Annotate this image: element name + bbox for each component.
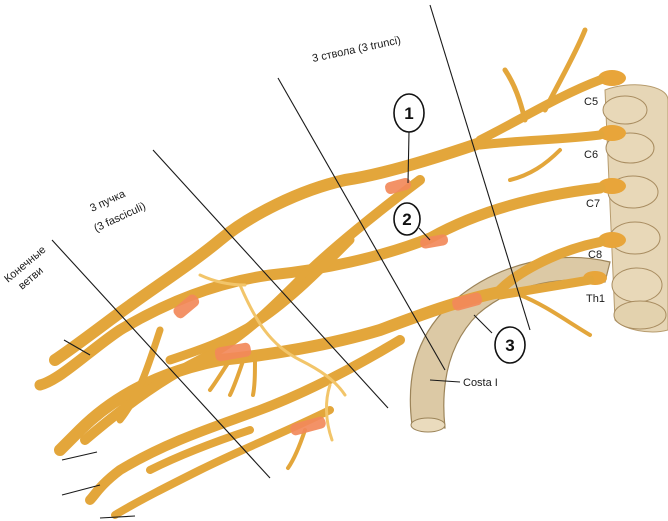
marker-3: 3 xyxy=(494,326,526,364)
label-c7: C7 xyxy=(586,198,600,210)
highlight-cord-b xyxy=(214,342,252,362)
nerve-roots xyxy=(583,70,626,285)
label-costa: Costa I xyxy=(463,377,498,389)
label-c8: C8 xyxy=(588,249,602,261)
marker-1: 1 xyxy=(393,93,425,133)
highlight-patches xyxy=(173,177,483,436)
label-c5: C5 xyxy=(584,96,598,108)
highlight-lower-trunk xyxy=(452,292,483,311)
nerve-network xyxy=(34,27,606,519)
marker-1-text: 1 xyxy=(404,104,413,123)
leader-lines xyxy=(51,4,531,519)
marker-2-text: 2 xyxy=(402,210,411,229)
highlight-cord-a xyxy=(173,294,200,319)
vertebral-column xyxy=(602,84,668,333)
label-trunks: 3 ствола (3 trunci) xyxy=(311,34,402,65)
marker-3-text: 3 xyxy=(505,336,514,355)
marker-2: 2 xyxy=(393,202,421,236)
highlight-upper-trunk xyxy=(385,177,411,195)
highlight-middle-trunk xyxy=(420,234,449,249)
label-c6: C6 xyxy=(584,149,598,161)
label-th1: Th1 xyxy=(586,293,605,305)
highlight-cord-c xyxy=(290,416,326,436)
